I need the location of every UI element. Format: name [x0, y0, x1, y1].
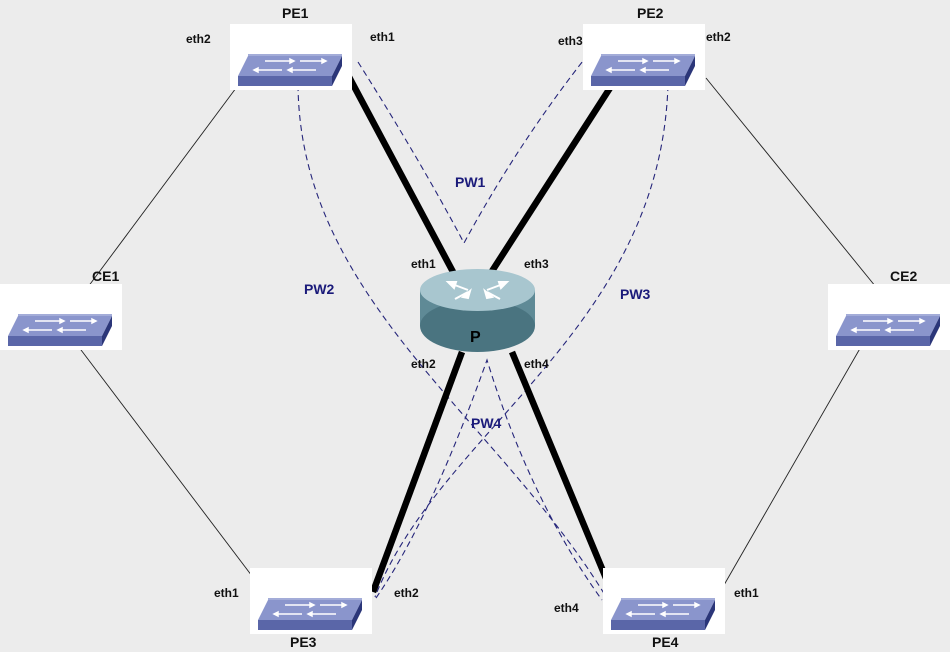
- link-pe1-p: [337, 58, 463, 287]
- label-pe4: PE4: [652, 634, 679, 650]
- label-pe1-eth2: eth2: [186, 32, 211, 46]
- label-pe2-eth2: eth2: [706, 30, 731, 44]
- switch-pe2-icon: [582, 23, 706, 91]
- label-pe4-eth1: eth1: [734, 586, 759, 600]
- label-p-eth3: eth3: [524, 257, 549, 271]
- label-pw2: PW2: [304, 281, 335, 297]
- label-ce2: CE2: [890, 268, 917, 284]
- pseudowire-pw4: [375, 358, 603, 601]
- pseudowire-pw1: [357, 51, 591, 245]
- label-pe3-eth1: eth1: [214, 586, 239, 600]
- pseudowire-pw2: [297, 84, 609, 601]
- label-ce1: CE1: [92, 268, 119, 284]
- switch-pe1-icon: [229, 23, 353, 91]
- link-p-pe3: [369, 350, 466, 594]
- label-pe2: PE2: [637, 5, 664, 21]
- label-pe3-eth2: eth2: [394, 586, 419, 600]
- label-pe1-eth1: eth1: [370, 30, 395, 44]
- label-pw4: PW4: [471, 415, 502, 431]
- label-pe2-eth3: eth3: [558, 34, 583, 48]
- switch-pe4-icon: [602, 567, 726, 635]
- link-p-pe4: [508, 350, 612, 585]
- label-pw3: PW3: [620, 286, 651, 302]
- label-p-eth4: eth4: [524, 357, 549, 371]
- switch-ce1-icon: [0, 283, 123, 351]
- label-pe3: PE3: [290, 634, 317, 650]
- link-pe2-p: [482, 86, 613, 284]
- router-icon: [420, 269, 535, 352]
- link-pe2-ce2: [705, 77, 881, 293]
- label-p-eth1: eth1: [411, 257, 436, 271]
- link-ce1-pe1: [81, 79, 243, 296]
- pseudowire-pw3: [374, 84, 669, 598]
- label-pw1: PW1: [455, 174, 486, 190]
- label-pe4-eth4: eth4: [554, 601, 579, 615]
- label-p-eth2: eth2: [411, 357, 436, 371]
- switch-pe3-icon: [249, 567, 373, 635]
- link-ce2-pe4: [719, 344, 863, 593]
- switch-ce2-icon: [827, 283, 950, 351]
- label-pe1: PE1: [282, 5, 309, 21]
- label-p: P: [470, 329, 481, 346]
- link-ce1-pe3: [74, 341, 256, 581]
